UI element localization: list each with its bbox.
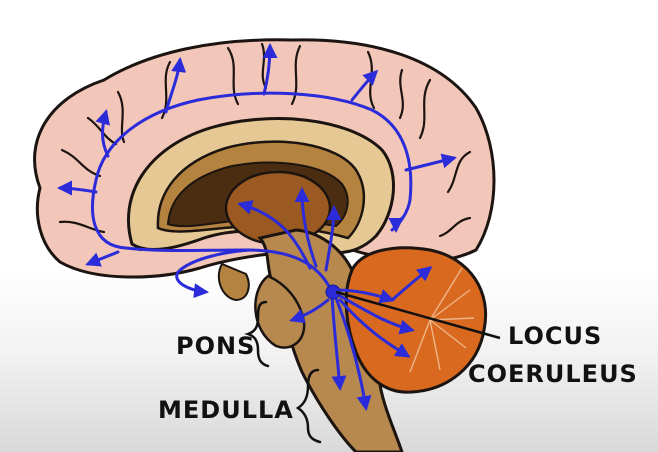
medulla-brace: [295, 368, 322, 444]
branch-2: [262, 43, 278, 96]
branch-5: [57, 180, 98, 196]
cerebellar-branch-3: [338, 298, 411, 358]
cerebellar-branch-1: [334, 288, 395, 304]
branch-1: [164, 57, 187, 114]
locus-label-line2: COERULEUS: [468, 360, 638, 388]
branch-6: [85, 250, 120, 267]
cerebellum: [344, 246, 487, 394]
descending-branch-2: [334, 296, 372, 411]
pons-label: PONS: [176, 332, 255, 360]
pathway-lines: [57, 43, 457, 411]
branch-7: [95, 109, 110, 158]
branch-4: [404, 153, 457, 172]
branch-8: [388, 216, 404, 233]
pituitary: [217, 262, 250, 302]
frontal-branch: [175, 248, 252, 299]
main-arch-pathway: [90, 91, 413, 294]
locus-pointer-line: [335, 290, 501, 340]
medulla-label: MEDULLA: [158, 396, 294, 424]
cerebellar-branch-4: [390, 266, 433, 302]
descending-branch-1: [330, 294, 347, 391]
cerebellum-folia: [409, 267, 475, 373]
cerebellar-branch-2: [338, 294, 415, 335]
pons-brace: [244, 300, 270, 368]
thalamic-branch-1: [237, 200, 312, 270]
locus-label-line1: LOCUS: [508, 322, 602, 350]
pons-branch: [289, 298, 330, 324]
thalamic-branch-2: [294, 187, 318, 268]
pons: [254, 274, 306, 349]
branch-3: [350, 69, 379, 102]
thalamic-branch-3: [324, 205, 342, 272]
